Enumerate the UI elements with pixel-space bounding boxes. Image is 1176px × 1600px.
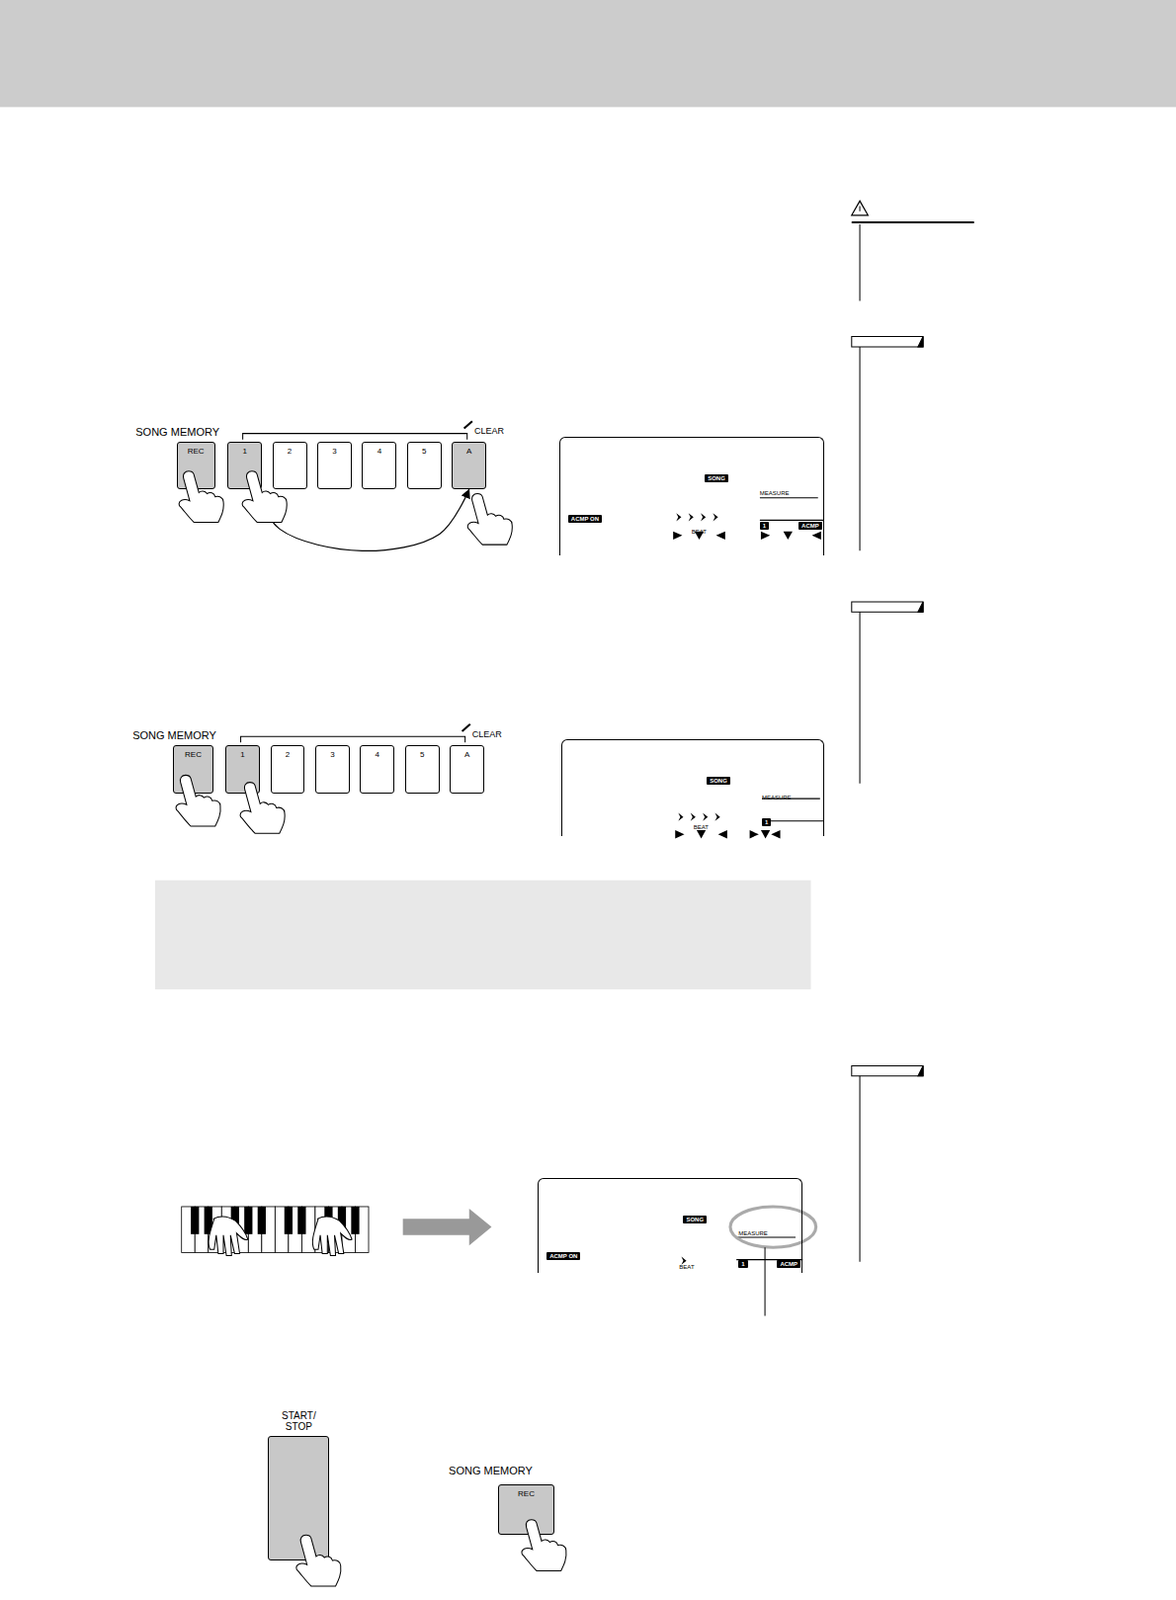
button-label: 4 [360, 750, 394, 759]
button-label: 3 [318, 446, 351, 456]
button-label: 5 [408, 446, 441, 456]
panel-button: 2 [270, 745, 306, 794]
panel-button: 2 [272, 441, 308, 491]
display-indicator: 1 [761, 818, 771, 827]
section-label: SONG MEMORY [135, 426, 220, 438]
highlight-ellipse [730, 1206, 817, 1248]
button-label: 2 [271, 750, 305, 759]
hand [178, 471, 224, 523]
panel-button: 4 [361, 441, 397, 491]
hand [242, 471, 287, 523]
panel-button: 4 [359, 745, 395, 794]
hand [208, 1216, 249, 1256]
display-indicator: MEASURE [759, 490, 790, 497]
curved-arrow [254, 489, 470, 551]
button-label: 1 [226, 750, 259, 759]
panel-button: 5 [405, 745, 440, 794]
black-key [297, 1206, 306, 1235]
display-indicator: SONG [706, 776, 731, 785]
panel-button: START/ STOP [267, 1435, 330, 1561]
button-label: 5 [406, 750, 439, 759]
display-indicator: BEAT [678, 1263, 694, 1270]
display-indicator: MEASURE [761, 794, 792, 801]
button-label: 2 [273, 446, 307, 456]
display-indicator: SONG [682, 1215, 707, 1224]
button-label: 4 [362, 446, 396, 456]
button-label: START/ STOP [276, 1410, 321, 1432]
hand [296, 1534, 341, 1587]
lcd-display: SONG MEASURE BEAT 1 [561, 739, 825, 837]
clear-label: CLEAR [474, 426, 504, 436]
display-indicator: ACMP [798, 521, 823, 530]
lcd-display: SONG MEASURE ACMP ON BEAT 1 ACMP [537, 1177, 803, 1273]
big-arrow [403, 1208, 493, 1246]
panel-button: A [451, 441, 487, 491]
black-key [244, 1206, 252, 1235]
section-label: SONG MEMORY [448, 1465, 533, 1477]
panel-button: 3 [317, 441, 352, 491]
button-label: REC [173, 750, 212, 759]
button-bracket [241, 420, 473, 743]
display-indicator: SONG [704, 474, 729, 483]
display-indicator: MEASURE [738, 1230, 768, 1237]
button-label: REC [499, 1489, 555, 1499]
button-label: REC [177, 446, 215, 456]
hand [175, 774, 221, 827]
button-label: 1 [228, 446, 261, 456]
note-panel [155, 880, 812, 990]
display-indicator: ACMP ON [546, 1252, 581, 1260]
hand [521, 1519, 567, 1572]
hand [240, 782, 285, 835]
panel-button: A [449, 745, 485, 794]
display-indicator: 1 [759, 521, 769, 530]
black-key [350, 1206, 359, 1235]
button-label: A [450, 750, 484, 759]
black-key [190, 1206, 199, 1235]
hand [312, 1216, 352, 1256]
clear-label: CLEAR [472, 730, 503, 740]
lcd-display: SONG MEASURE ACMP ON BEAT 1 ACMP [559, 436, 825, 557]
black-key [284, 1206, 293, 1235]
section-label: SONG MEMORY [132, 730, 217, 742]
display-indicator: BEAT [693, 824, 709, 831]
display-indicator: ACMP [776, 1260, 801, 1268]
panel-button: 5 [407, 441, 442, 491]
display-indicator: ACMP ON [568, 514, 602, 523]
leader-line [764, 1247, 766, 1316]
margin-notes [851, 200, 975, 1261]
panel-button: 3 [315, 745, 350, 794]
hand [467, 494, 512, 546]
display-indicator: BEAT [691, 528, 707, 535]
display-indicator: 1 [738, 1260, 748, 1268]
button-label: A [452, 446, 486, 456]
header-bar [0, 0, 1176, 107]
black-key [257, 1206, 266, 1235]
button-label: 3 [316, 750, 349, 759]
